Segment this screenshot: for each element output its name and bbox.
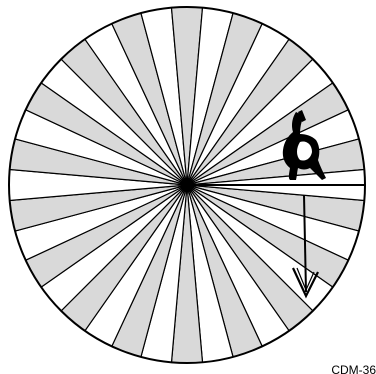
figure-id-label: CDM-36 <box>329 363 376 374</box>
